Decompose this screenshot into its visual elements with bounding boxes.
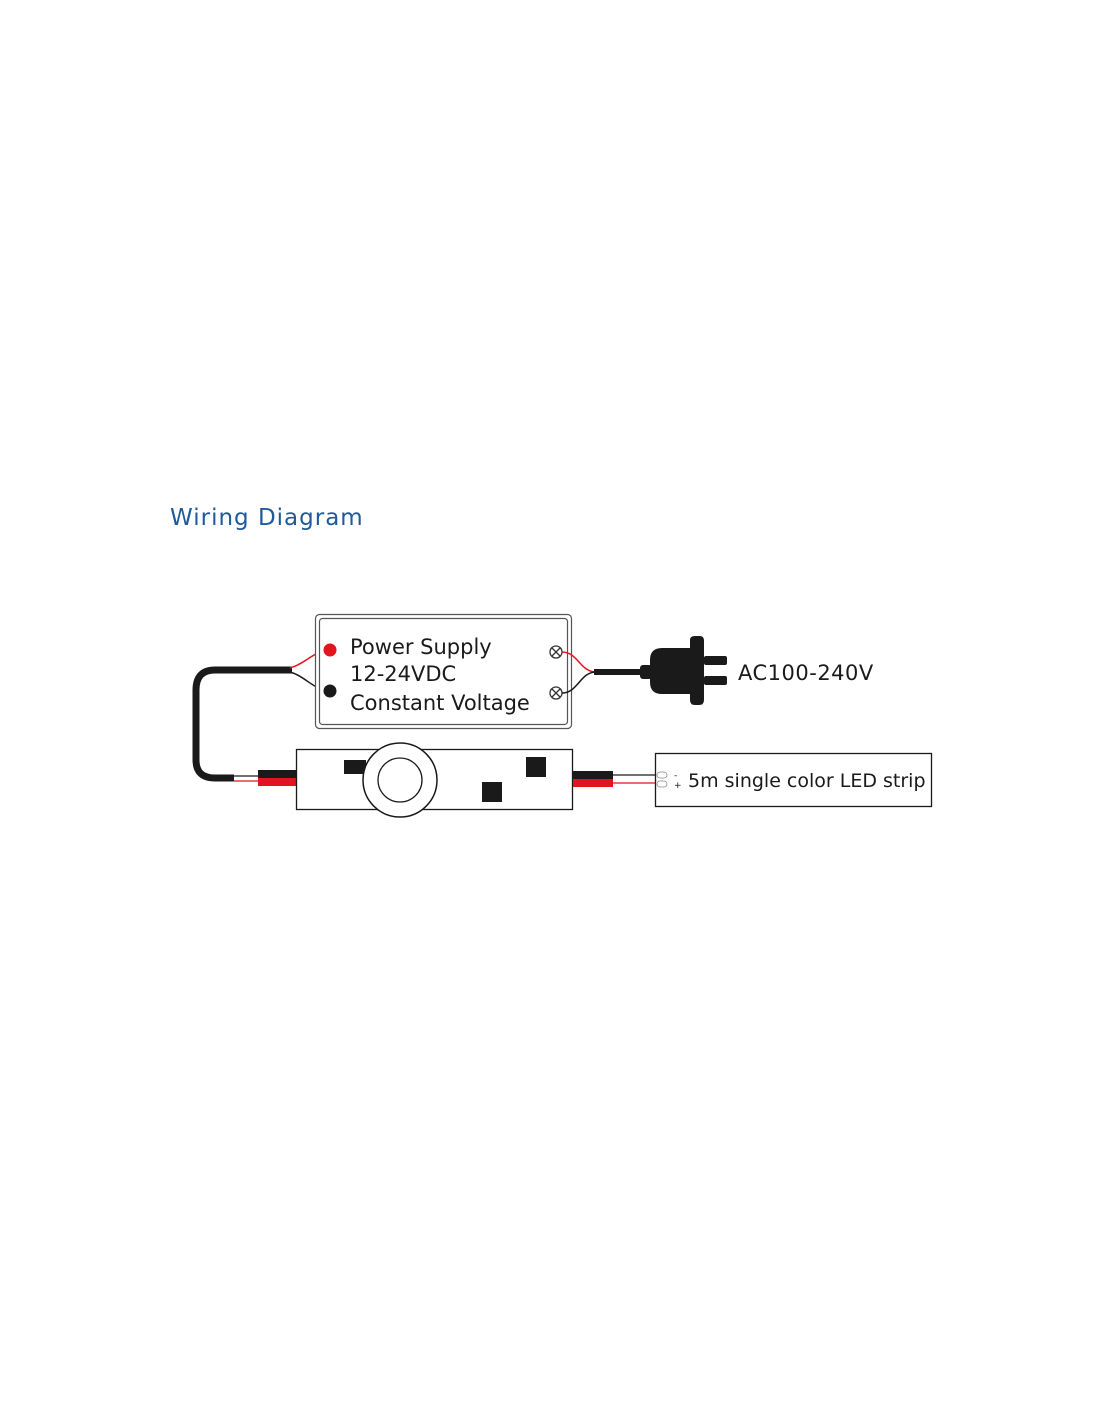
dimmer-input-cable [192,666,292,782]
positive-terminal-icon [323,643,337,657]
black-wire-ac [561,671,597,694]
led-plus-label: + [674,781,682,791]
red-wire-ac [561,651,597,673]
led-minus-label: - [674,771,677,781]
ps-label-name: Power Supply [350,635,492,659]
power-supply: Power Supply 12-24VDC Constant Voltage [314,613,573,730]
led-strip: - + 5m single color LED strip [654,752,933,808]
ps-label-voltage: 12-24VDC [350,662,456,686]
ps-label-type: Constant Voltage [350,691,530,715]
ac-plug-icon [640,636,727,705]
led-strip-label: 5m single color LED strip [688,770,926,792]
ac-voltage-label: AC100-240V [738,661,874,685]
section-title: Wiring Diagram [170,505,364,531]
negative-terminal-icon [323,684,337,698]
inline-dimmer [234,742,658,818]
